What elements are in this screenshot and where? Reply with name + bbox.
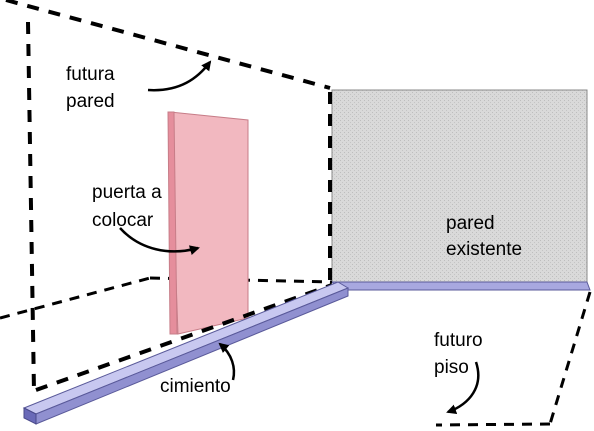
future-wall-label-1: futura — [66, 64, 115, 85]
future-floor-label-2: piso — [434, 357, 469, 378]
existing-wall-label-1: pared — [446, 213, 495, 234]
future-wall-arrow — [147, 60, 212, 92]
future-floor-arrow — [446, 361, 480, 414]
foundation-arrow — [218, 342, 236, 381]
door-panel — [169, 111, 249, 335]
future-floor-label-1: futuro — [434, 330, 483, 351]
door-arrow — [119, 227, 200, 256]
foundation-label: cimiento — [160, 376, 231, 397]
existing-wall — [331, 89, 588, 283]
existing-wall-label-2: existente — [446, 239, 522, 260]
foundation-beam-end — [23, 407, 37, 425]
future-wall-outline — [5, 0, 332, 393]
existing-floor-strip — [330, 281, 591, 291]
door-label-2: colocar — [92, 210, 154, 231]
future-wall-base — [35, 283, 333, 392]
future-wall-label-2: pared — [66, 91, 115, 112]
door-edge — [167, 111, 178, 335]
door-label-1: puerta a — [92, 182, 162, 203]
